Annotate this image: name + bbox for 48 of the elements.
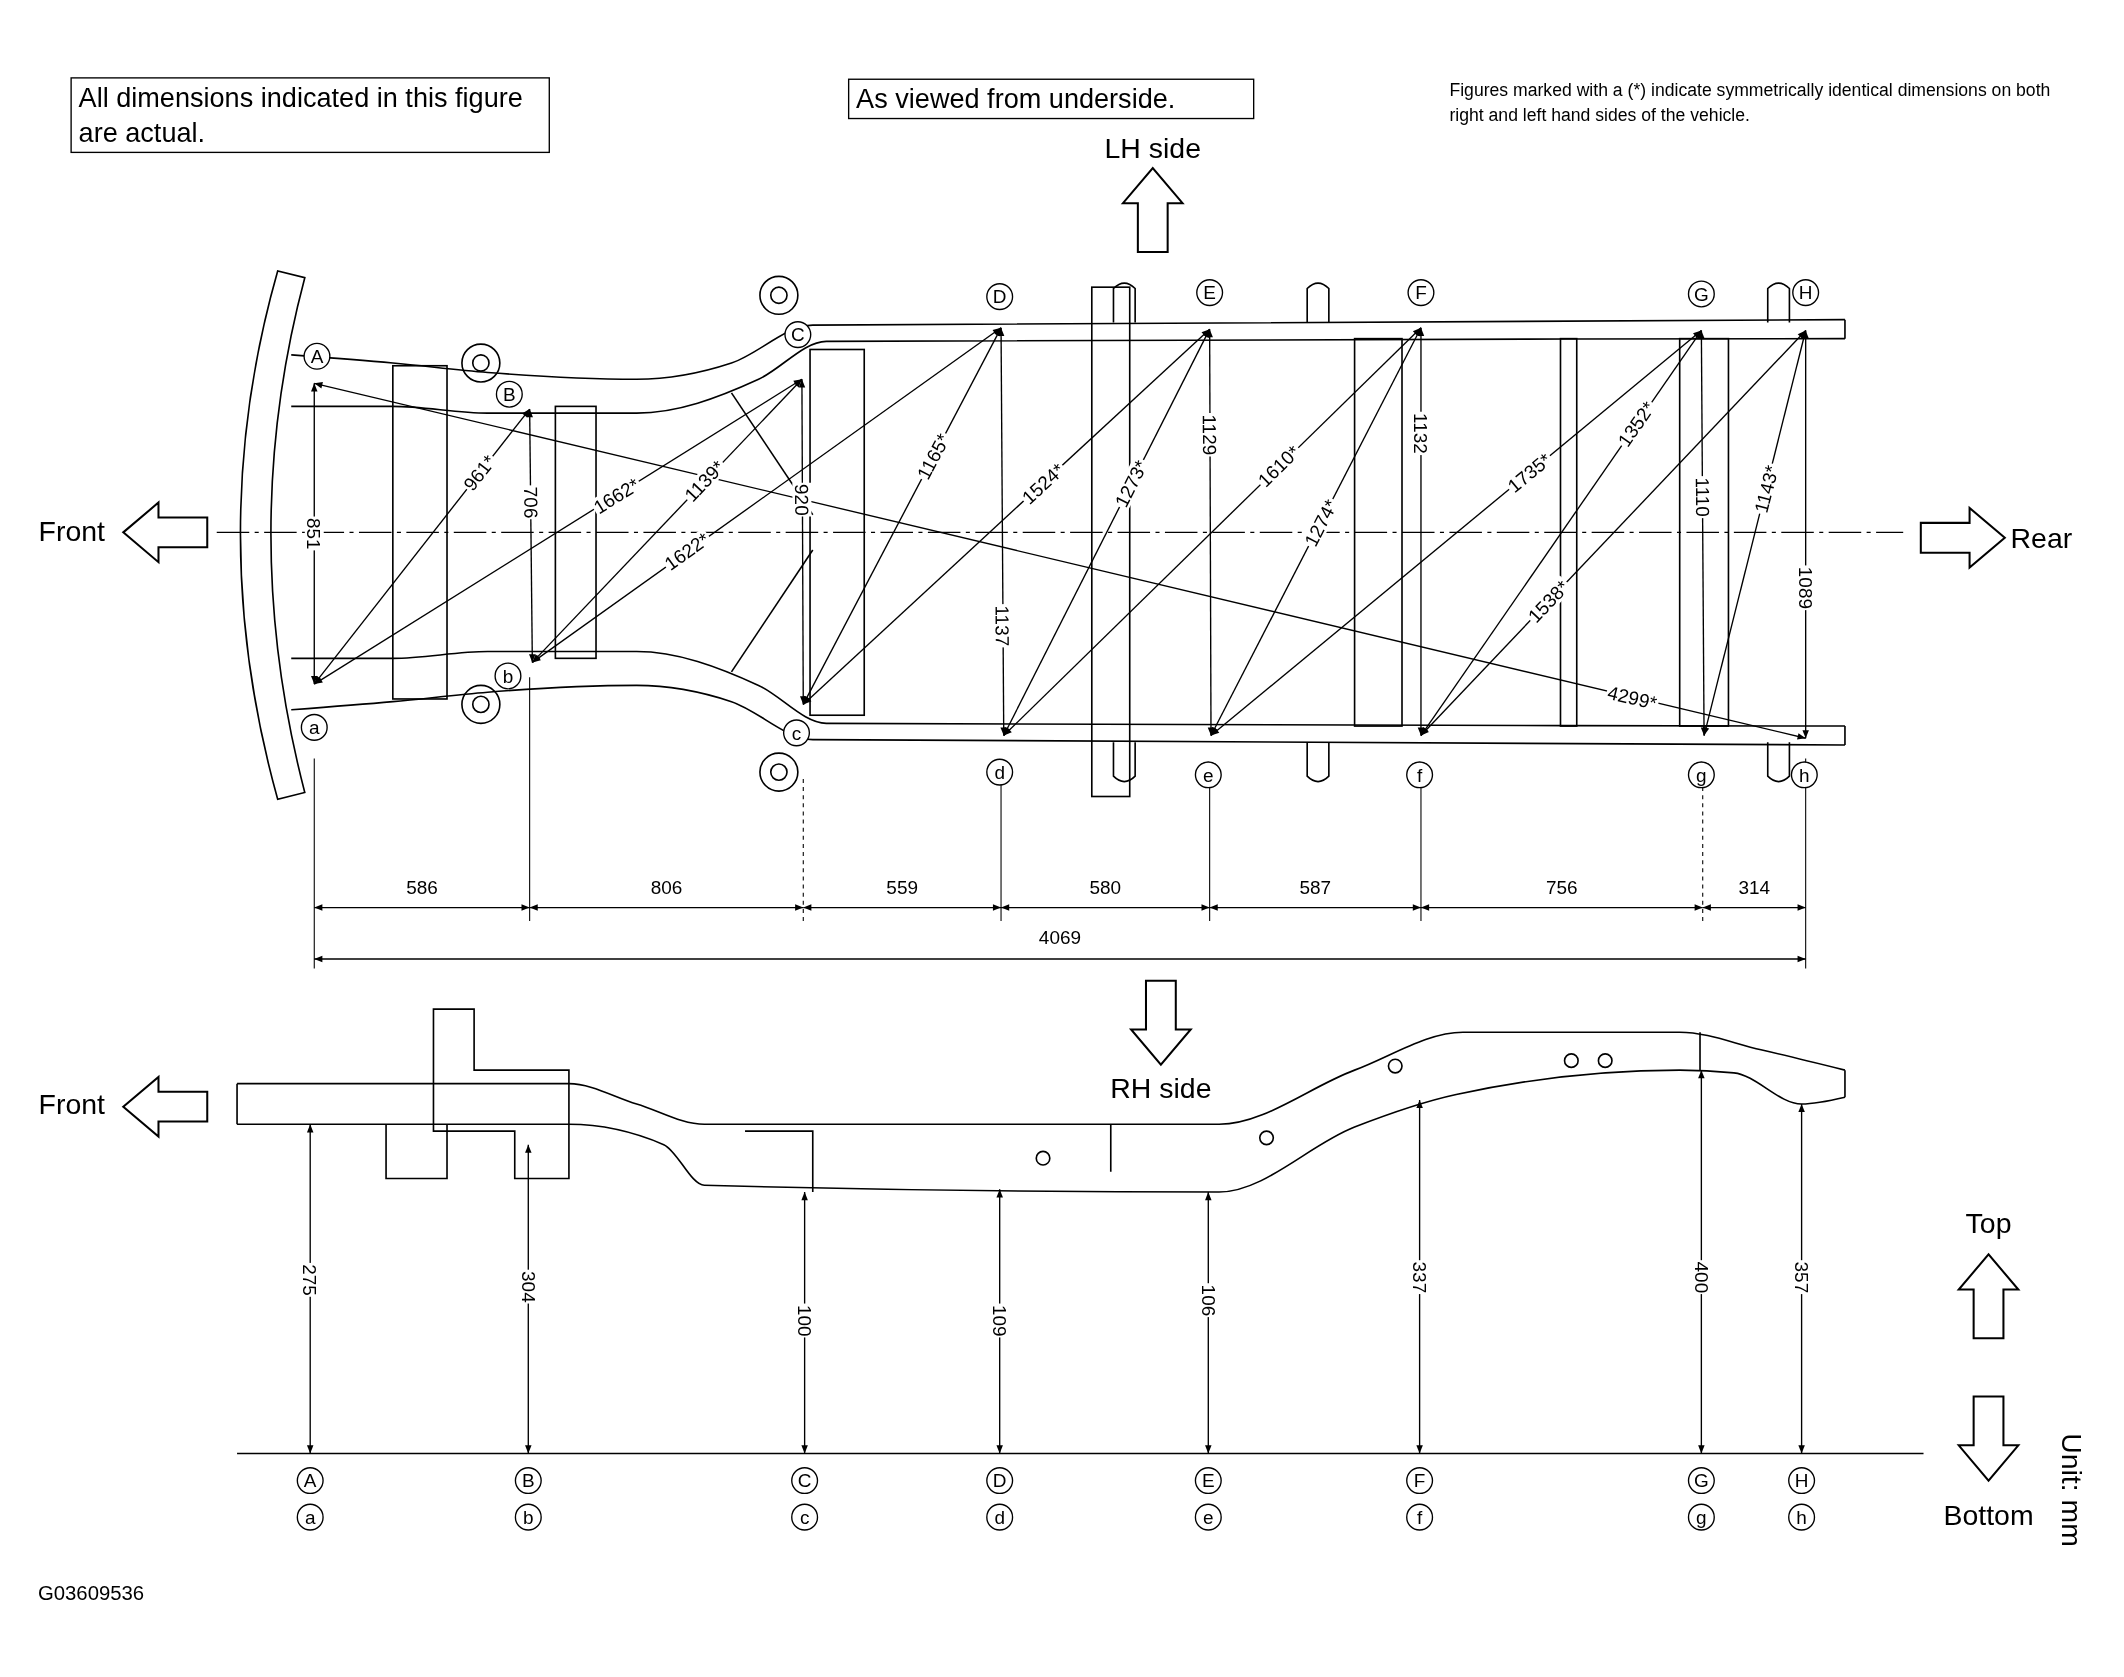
point-callout: b [514,1503,542,1531]
point-callout: H [1792,279,1820,307]
note-box: All dimensions indicated in this figure are actual. [70,77,550,154]
direction-label: LH side [1104,133,1201,162]
point-callout: B [495,380,523,408]
dimension-value: 920 [792,482,812,517]
note-box: As viewed from underside. [847,78,1255,120]
point-callout: a [300,713,328,741]
point-callout: d [986,758,1014,786]
point-callout: b [494,662,522,690]
direction-label: Front [38,1089,105,1119]
point-callout: D [986,1467,1014,1495]
point-callout: g [1687,761,1715,789]
point-callout: f [1406,1503,1434,1531]
point-callout: f [1406,761,1434,789]
point-callout: E [1194,1467,1222,1495]
point-callout: d [986,1503,1014,1531]
point-callout: E [1196,279,1224,307]
point-callout: G [1687,1467,1715,1495]
point-callout: c [782,719,811,747]
point-callout: c [791,1503,819,1531]
point-callout: F [1406,1467,1434,1495]
point-callout: D [986,283,1014,311]
point-callout: g [1687,1503,1715,1531]
unit-label: Unit: mm [2058,1433,2087,1547]
note-text: Figures marked with a (*) indicate symmetrically identical dimensions on both right and left hand sides of the vehicle. [1449,78,2052,127]
dimension-value: 851 [304,516,324,551]
point-callout: e [1194,761,1222,789]
point-callout: C [791,1467,819,1495]
direction-label: Rear [2010,523,2073,552]
direction-label: Front [38,516,105,546]
point-callout: H [1788,1467,1816,1495]
point-callout: F [1407,279,1435,307]
direction-label: Bottom [1943,1500,2034,1529]
point-callout: B [514,1467,542,1495]
point-callout: h [1788,1503,1816,1531]
point-callout: a [296,1503,324,1531]
point-callout: G [1687,280,1715,308]
point-callout: h [1790,761,1818,789]
direction-label: RH side [1110,1073,1212,1102]
dimension-value: 1110 [1692,475,1713,518]
dimension-value: 1129 [1200,413,1220,457]
point-callout: A [296,1467,324,1495]
point-callout: A [303,342,331,370]
point-callout: C [784,321,812,349]
figure-code: G03609536 [37,1582,145,1603]
direction-label: Top [1965,1208,2012,1238]
point-callout: e [1194,1503,1222,1531]
